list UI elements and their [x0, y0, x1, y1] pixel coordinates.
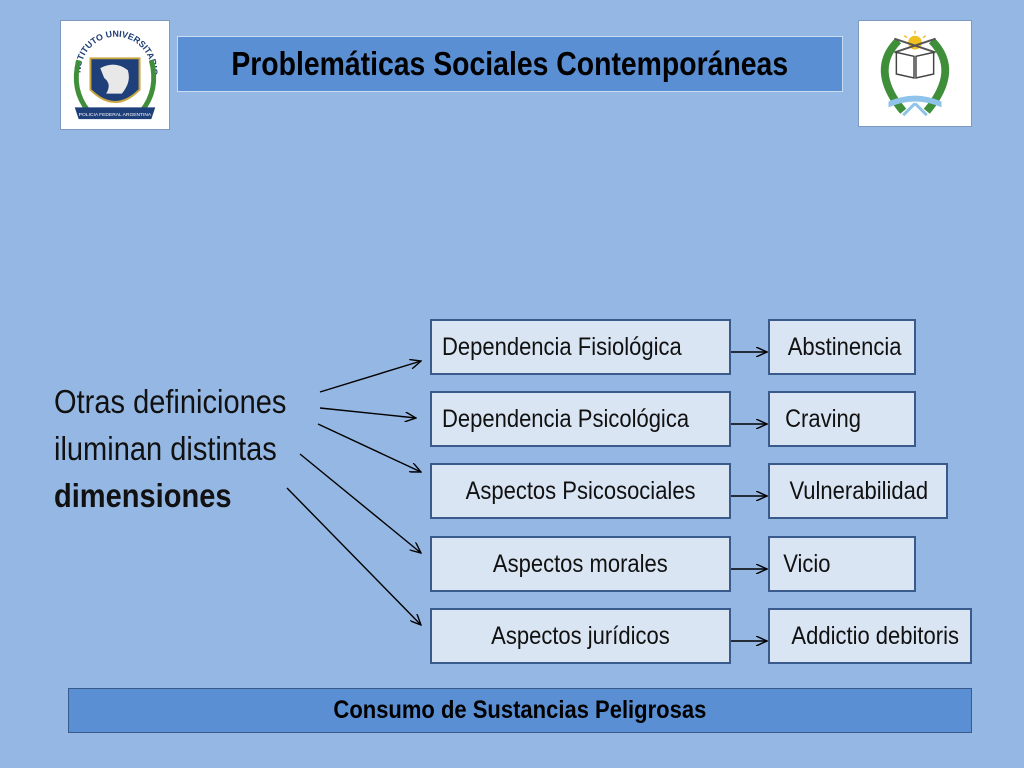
dimension-label: Aspectos jurídicos [491, 621, 670, 650]
arrow-to-dimension-1 [319, 361, 421, 393]
footer-banner: Consumo de Sustancias Peligrosas [68, 688, 972, 733]
arrow-to-dimension-4 [299, 453, 421, 553]
outcome-box-addictio: Addictio debitoris [768, 608, 972, 664]
arrow-to-dimension-3 [317, 423, 421, 472]
dimension-box-psychosocial: Aspectos Psicosociales [430, 463, 731, 519]
outcome-box-craving: Craving [768, 391, 916, 447]
outcome-label: Addictio debitoris [791, 621, 959, 650]
dimension-label: Aspectos Psicosociales [465, 476, 696, 505]
lead-line-1: Otras definiciones [54, 383, 287, 420]
outcome-box-vulnerability: Vulnerabilidad [768, 463, 948, 519]
outcome-box-vice: Vicio [768, 536, 916, 592]
crest-logo [858, 20, 972, 127]
outcome-box-abstinence: Abstinencia [768, 319, 916, 375]
outcome-label: Abstinencia [787, 332, 902, 361]
footer-label: Consumo de Sustancias Peligrosas [333, 696, 707, 724]
title-banner: Problemáticas Sociales Contemporáneas [177, 36, 843, 92]
lead-text: Otras definiciones iluminan distintas di… [54, 378, 318, 519]
dimension-box-moral: Aspectos morales [430, 536, 731, 592]
outcome-label: Craving [785, 404, 861, 433]
lead-line-2: iluminan distintas [54, 430, 277, 467]
dimension-label: Dependencia Psicológica [442, 404, 690, 433]
dimension-box-physiological: Dependencia Fisiológica [430, 319, 731, 375]
dimension-box-juridical: Aspectos jurídicos [430, 608, 731, 664]
institute-logo: INSTITUTO UNIVERSITARIO POLICIA FEDERAL … [60, 20, 170, 130]
outcome-label: Vulnerabilidad [789, 476, 929, 505]
lead-line-bold: dimensiones [54, 477, 232, 514]
dimension-label: Dependencia Fisiológica [442, 332, 682, 361]
dimension-label: Aspectos morales [493, 549, 668, 578]
outcome-label: Vicio [783, 549, 831, 578]
dimension-box-psychological: Dependencia Psicológica [430, 391, 731, 447]
logo-band-text: POLICIA FEDERAL ARGENTINA [79, 112, 152, 118]
arrow-to-dimension-2 [319, 407, 416, 418]
page-title: Problemáticas Sociales Contemporáneas [231, 45, 789, 82]
